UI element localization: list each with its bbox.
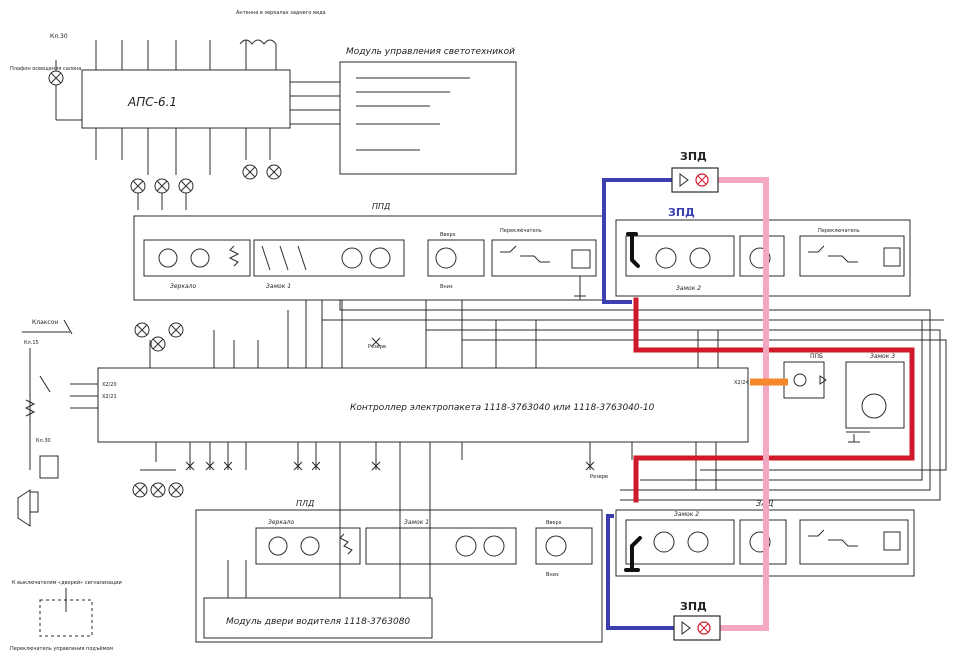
pin-x20: X2/20 [102,382,117,388]
aps-lamps [130,164,282,210]
highlight-wires [602,177,915,631]
down-top-label: Вниз [440,284,453,290]
aps-label: АПС-6.1 [127,95,177,109]
pld-block: ПЛД Зеркало Замок 1 Вверх Вниз Модуль дв… [195,499,603,643]
ppd-block: ППД Зеркало Замок 1 Вверх Вниз Переключа… [133,202,605,301]
black-switch-bottom [624,536,642,572]
zpd-bottom-label: ЗПД [680,600,707,613]
switch-top-label: Переключатель [500,228,542,234]
pld-title: ПЛД [296,499,314,508]
pink-wire [718,177,769,631]
red-wire [633,297,915,503]
klaxon-label: Клаксон [32,319,58,326]
k15-left: Кл.15 [24,340,39,346]
k30-top-label: Кл.30 [50,33,68,40]
pin-x21: X2/21 [102,394,117,400]
mirror-bottom-label: Зеркало [268,519,294,526]
lock2-top-label: Замок 2 [676,285,701,292]
zpd-top-label: ЗПД [680,150,707,163]
controller-lamps [132,322,184,498]
black-switch-top [626,232,640,268]
aps-module: АПС-6.1 Антенна в зеркалах заднего вида … [50,10,340,175]
down-bottom-label: Вниз [546,572,559,578]
blue-wire-bottom [606,514,674,630]
light-module-title: Модуль управления светотехникой [346,47,515,57]
lock2-bottom-label: Замок 2 [674,511,699,518]
right-bus-wires [321,300,947,501]
rezerv-bottom: Резерв [590,474,608,480]
ground-symbols [579,295,896,443]
blue-wire-top [602,178,672,304]
lock1-bottom-label: Замок 1 [404,519,429,526]
switch-top2-label: Переключатель [818,228,860,234]
zpd-bottom-box: ЗПД [673,600,721,641]
rezerv-top: Резерв [368,344,386,350]
controller: Контроллер электропакета 1118-3763040 ил… [70,300,749,520]
cabin-lamp-label: Плафон освещения салона [10,66,81,72]
lock3-label: Замок 3 [870,353,895,360]
driver-door-label: Модуль двери водителя 1118-3763080 [226,617,410,627]
controller-title: Контроллер электропакета 1118-3763040 ил… [350,403,655,413]
antenna-label: Антенна в зеркалах заднего вида [236,10,326,16]
up-top-label: Вверх [440,232,456,238]
up-bottom-label: Вверх [546,520,562,526]
lock3-block: ППБ Замок 3 [783,353,905,433]
k30-left: Кл.30 [36,438,51,444]
mirror-top-label: Зеркало [170,283,196,290]
pin-x2-24: X2/24 [734,380,749,386]
aux-note: Переключатель управления подъёмом [10,646,113,652]
light-module: Модуль управления светотехникой [339,47,517,175]
ppd-title: ППД [372,202,390,211]
pnb-label: ППБ [810,353,823,360]
cabin-lamp: Плафон освещения салона [10,60,82,121]
ref-note: К выключателям «дверей» сигнализации [12,579,122,586]
zpd-blue-label: ЗПД [668,206,695,219]
left-devices: Клаксон Кл.30 Кл.15 К выключателям «двер… [10,319,122,652]
zpd-top-box: ЗПД [671,150,719,193]
lock1-top-label: Замок 1 [266,283,291,290]
